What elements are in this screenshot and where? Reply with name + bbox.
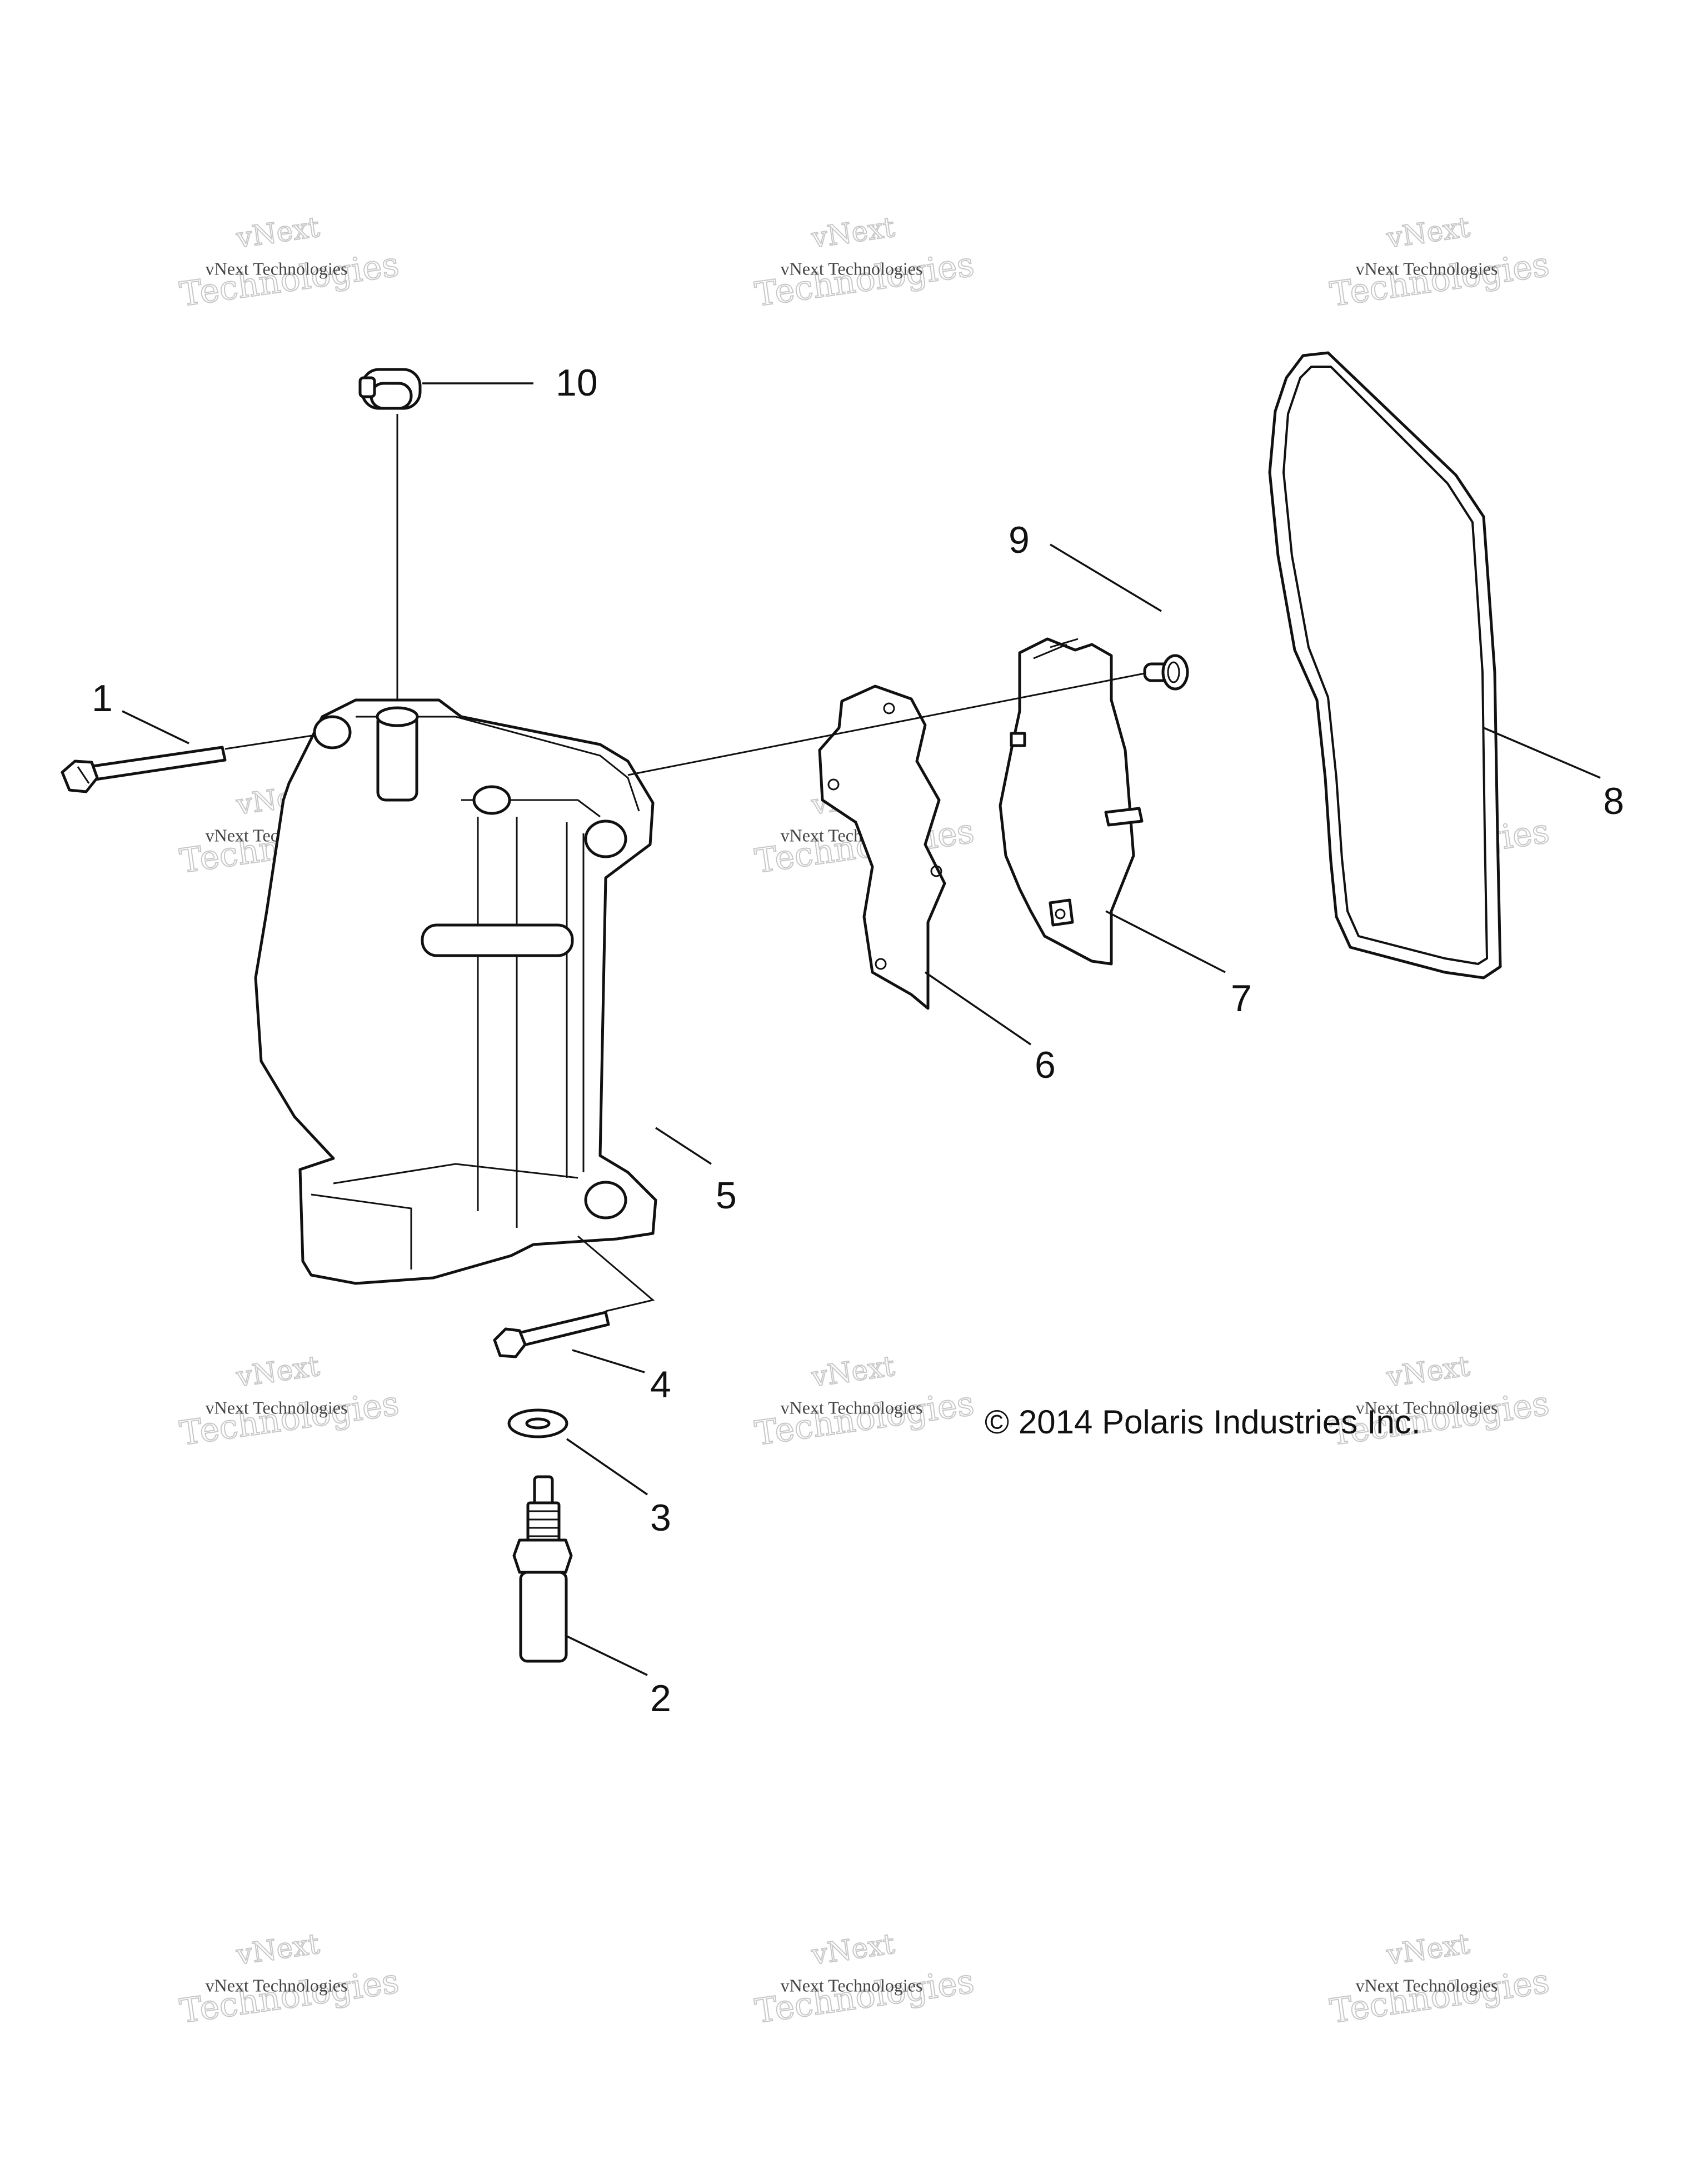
watermark-technologies: Technologies — [177, 1384, 401, 1453]
watermark-technologies: Technologies — [1327, 1962, 1551, 2031]
watermark-brand: vNext — [234, 1927, 321, 1971]
watermark-text: vNext Technologies — [1356, 1397, 1498, 1417]
watermark-technologies: Technologies — [752, 1962, 976, 2031]
callout-1: 1 — [92, 677, 113, 719]
callout-labels: 1 2 3 4 5 6 7 8 9 10 — [92, 362, 1624, 1720]
part-4-bolt — [493, 1235, 655, 1358]
callout-3: 3 — [650, 1497, 671, 1539]
watermark-brand: vNext — [234, 211, 321, 254]
watermark-technologies: Technologies — [752, 245, 976, 314]
callout-5: 5 — [716, 1175, 737, 1217]
watermark-brand: vNext — [234, 1350, 321, 1393]
watermark-technologies: Technologies — [177, 1962, 401, 2031]
part-10-hose-clamp — [358, 368, 422, 706]
watermark-text: vNext Technologies — [206, 1975, 348, 1995]
watermark-text: vNext Technologies — [781, 258, 923, 278]
watermark-text: vNext Technologies — [781, 1397, 923, 1417]
callout-8: 8 — [1603, 780, 1624, 822]
callout-6: 6 — [1035, 1044, 1056, 1086]
watermark-text: vNext Technologies — [1356, 1975, 1498, 1995]
part-3-washer — [507, 1408, 568, 1438]
watermark-brand: vNext — [1384, 1927, 1471, 1971]
watermark-brand: vNext — [1384, 1350, 1471, 1393]
callout-10: 10 — [556, 362, 598, 404]
part-7-deflector-plate — [999, 637, 1144, 966]
watermark-brand: vNext — [809, 1350, 896, 1393]
callout-9: 9 — [1009, 519, 1030, 561]
watermark-brand: vNext — [809, 211, 896, 254]
watermark-text: vNext Technologies — [1356, 258, 1498, 278]
leader-lines — [122, 382, 1601, 1676]
part-8-seal — [1268, 351, 1502, 979]
part-9-pin — [1143, 654, 1189, 691]
assembly-line — [627, 672, 1145, 776]
watermark-technologies: Technologies — [177, 245, 401, 314]
callout-4: 4 — [650, 1363, 671, 1406]
watermark-text: vNext Technologies — [206, 258, 348, 278]
copyright-notice: © 2014 Polaris Industries Inc. — [985, 1403, 1421, 1441]
watermark-brand: vNext — [809, 1927, 896, 1971]
callout-2: 2 — [650, 1677, 671, 1720]
watermark-brand: vNext — [1384, 211, 1471, 254]
part-6-gasket-plate — [818, 684, 946, 1010]
callout-7: 7 — [1231, 977, 1252, 1019]
part-5-valve-cover — [254, 698, 657, 1285]
watermark-text: vNext Technologies — [206, 1397, 348, 1417]
watermark-technologies: Technologies — [1327, 245, 1551, 314]
part-2-sensor — [512, 1475, 573, 1663]
watermark-technologies: Technologies — [752, 1384, 976, 1453]
part-1-bolt — [61, 733, 320, 793]
watermark-text: vNext Technologies — [781, 1975, 923, 1995]
